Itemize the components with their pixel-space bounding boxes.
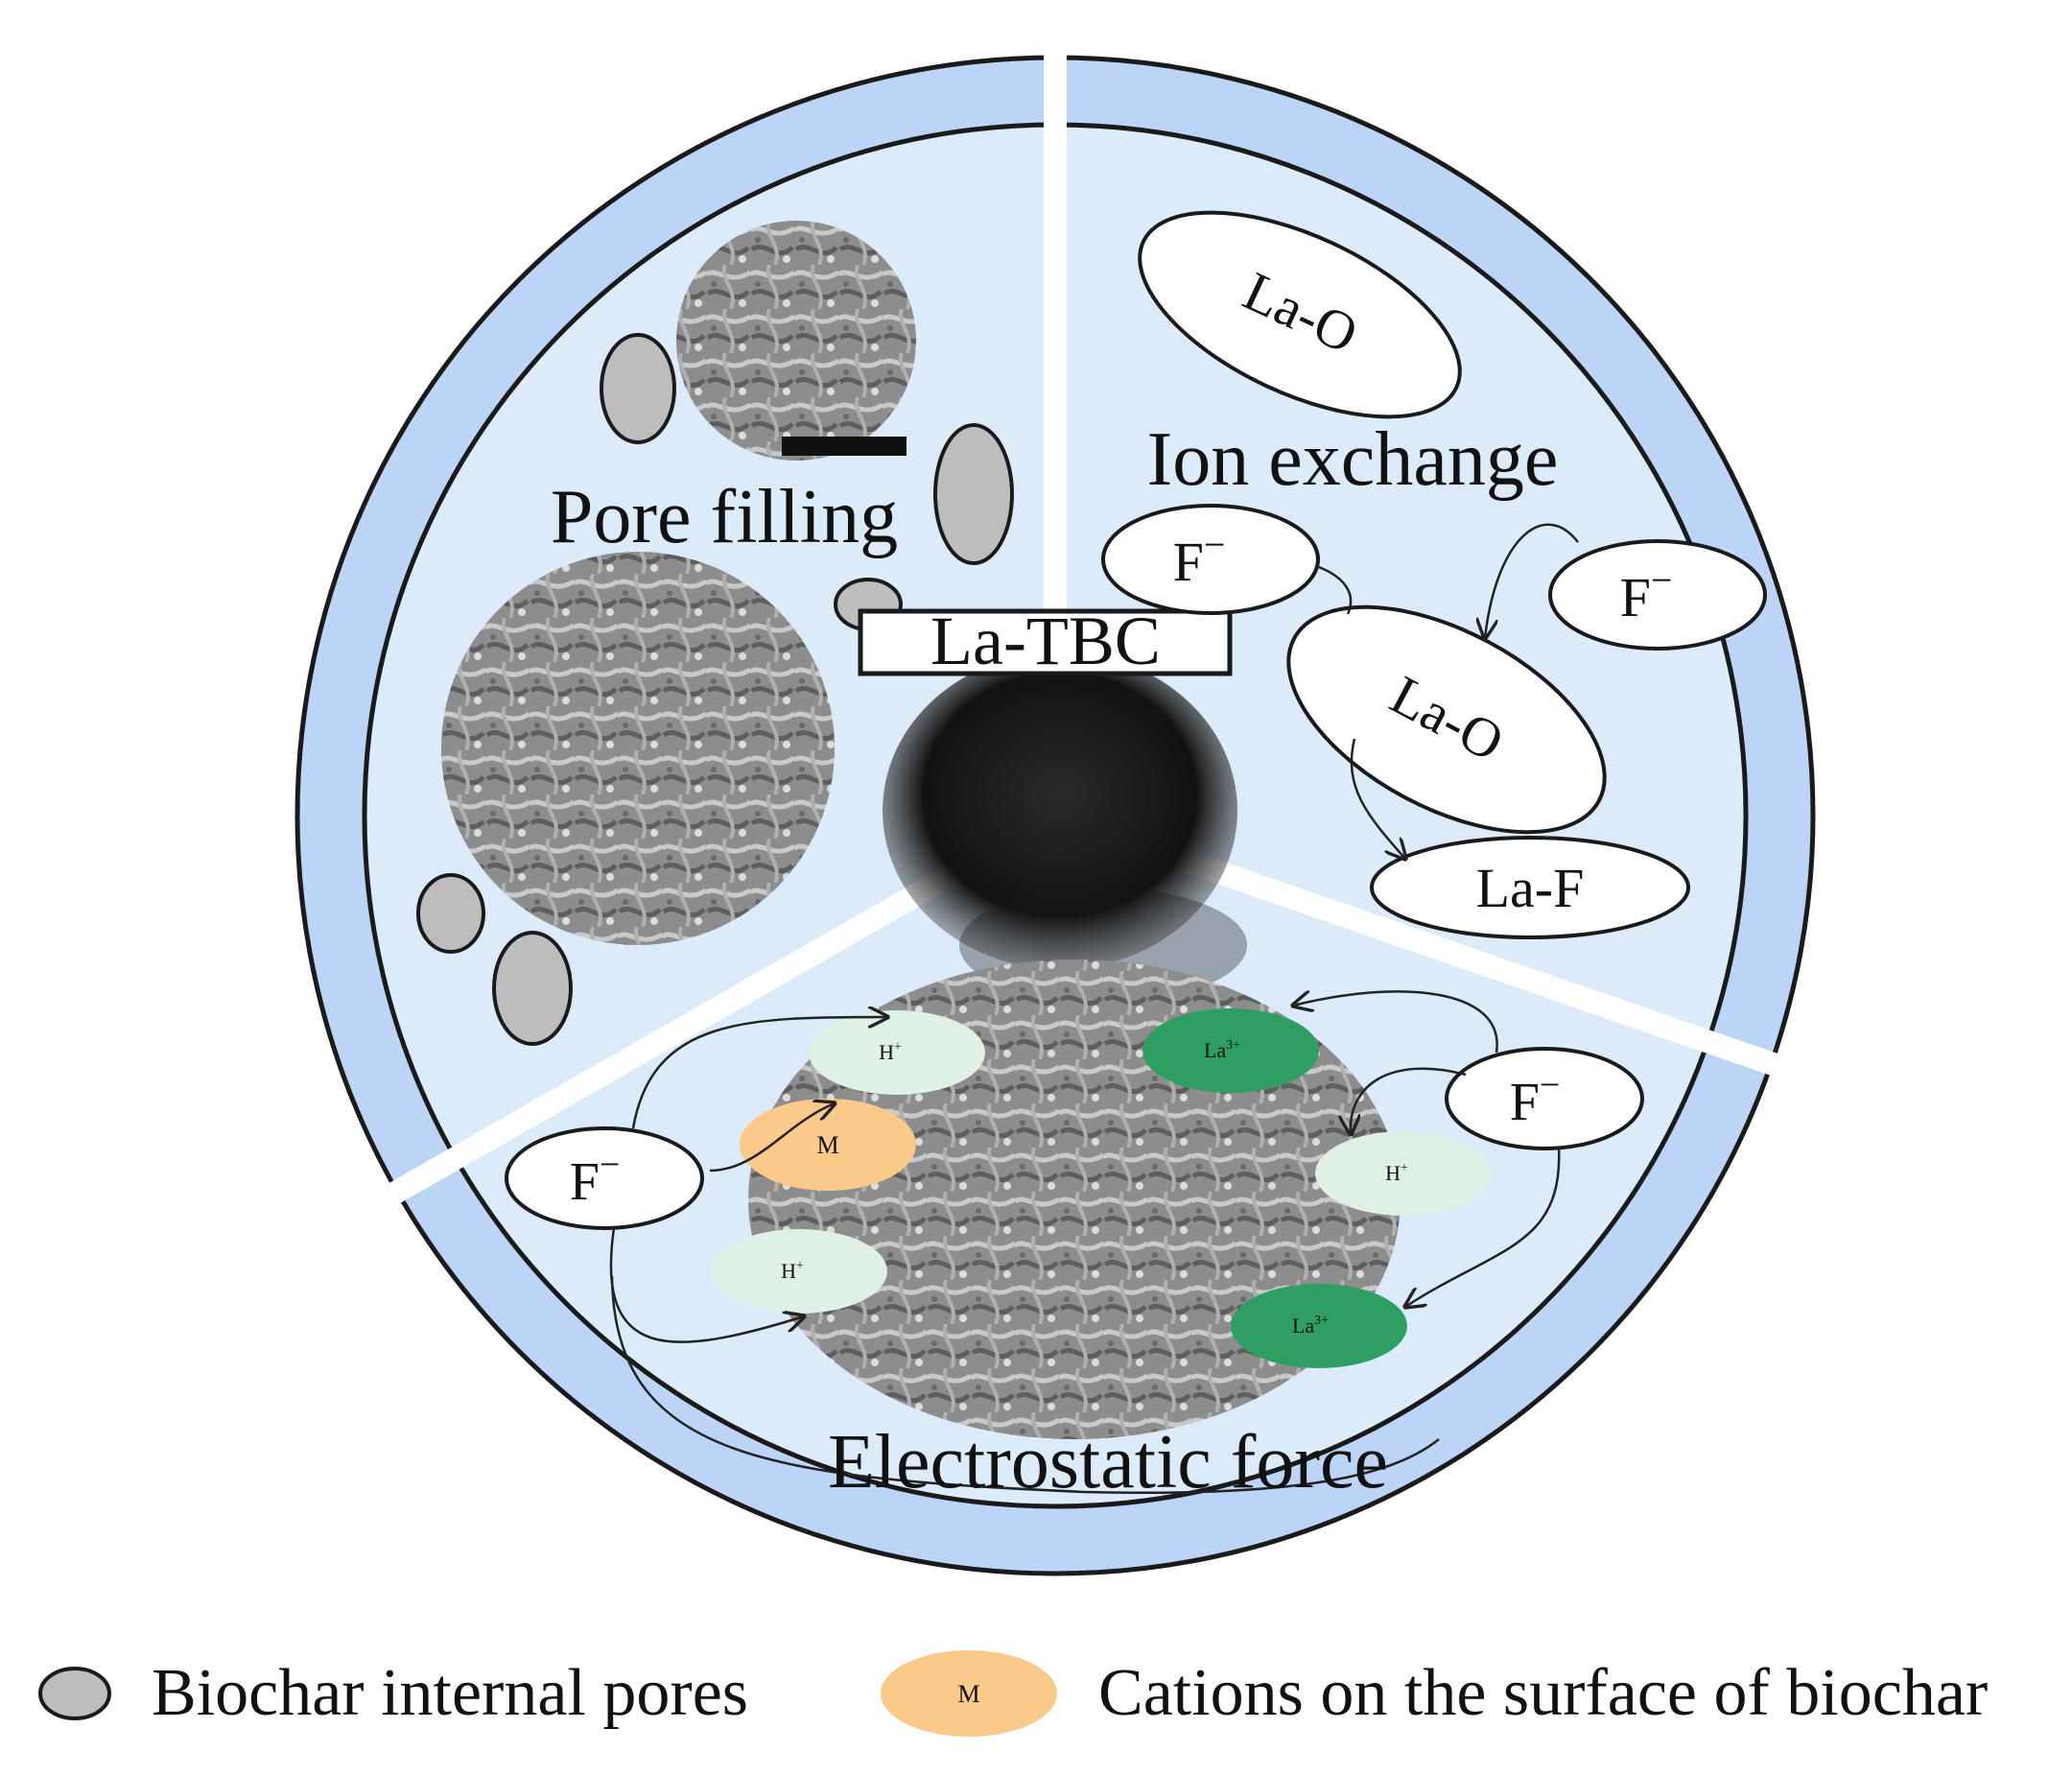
legend-item-cations: M Cations on the surface of biochar <box>878 1641 1988 1746</box>
h-plus-label: H+ <box>1385 1161 1408 1185</box>
fluoride-label: F− <box>1510 1065 1561 1132</box>
arrow-icon <box>631 1017 887 1129</box>
fluoride-label: F− <box>570 1145 621 1212</box>
arrow-icon <box>609 1227 804 1343</box>
fluoride-label: F− <box>1620 558 1673 628</box>
electrostatic-force-title: Electrostatic force <box>828 1420 1388 1504</box>
arrow-icon <box>1485 523 1579 638</box>
sem-scale-bar <box>782 437 906 456</box>
la-f-label: La-F <box>1476 857 1585 919</box>
legend-cations-label: Cations on the surface of biochar <box>1098 1656 1989 1730</box>
pore-icon <box>933 423 1014 565</box>
legend-pores-label: Biochar internal pores <box>152 1656 749 1730</box>
arrow-icon <box>1350 738 1405 859</box>
la3-ion <box>1142 1008 1319 1093</box>
la-tbc-label: La-TBC <box>930 603 1161 679</box>
legend-item-pores: Biochar internal pores <box>36 1641 748 1746</box>
fluoride-ion <box>1548 539 1767 651</box>
la-o-ellipse-top <box>1138 210 1462 419</box>
la3-label: La3+ <box>1292 1314 1329 1338</box>
cation-swatch-label: M <box>957 1680 979 1708</box>
la-f-ellipse <box>1370 836 1690 939</box>
la-tbc-label-box <box>858 608 1233 676</box>
pore-icon <box>600 333 676 444</box>
legend: Biochar internal pores M Cations on the … <box>0 1641 2072 1746</box>
fluoride-ion <box>1445 1047 1644 1150</box>
cation-swatch-icon: M <box>881 1650 1057 1737</box>
cation-ion <box>740 1099 916 1191</box>
pore-filling-title: Pore filling <box>551 475 898 559</box>
arrow-icon <box>610 1275 1440 1495</box>
h-plus-ion <box>711 1229 887 1314</box>
ion-exchange-title: Ion exchange <box>1147 417 1559 502</box>
fluoride-label: F− <box>1173 523 1226 593</box>
fluoride-ion <box>505 1126 704 1230</box>
biochar-powder <box>883 652 1237 969</box>
la-o-ellipse-middle <box>1286 604 1607 835</box>
arrow-icon <box>1315 564 1353 615</box>
h-plus-label: H+ <box>781 1259 804 1283</box>
pore-icon <box>492 931 573 1046</box>
h-plus-label: H+ <box>879 1040 902 1064</box>
mechanism-diagram: Pore filling La-TBC La-O Ion exchange F−… <box>294 55 1816 1576</box>
sem-image-top <box>676 221 916 461</box>
fluoride-ion <box>1101 504 1320 615</box>
sem-image-left <box>441 552 835 945</box>
arrow-icon <box>1293 990 1498 1054</box>
h-plus-ion <box>809 1010 985 1095</box>
arrow-icon <box>1405 1146 1561 1307</box>
arrow-icon <box>709 1103 835 1172</box>
pore-icon <box>416 873 485 954</box>
pore-swatch-icon <box>38 1667 111 1720</box>
la3-label: La3+ <box>1204 1038 1240 1062</box>
cation-label: M <box>816 1131 838 1159</box>
h-plus-ion <box>1315 1131 1492 1216</box>
la3-ion <box>1231 1284 1407 1368</box>
arrow-icon <box>1351 1067 1467 1134</box>
